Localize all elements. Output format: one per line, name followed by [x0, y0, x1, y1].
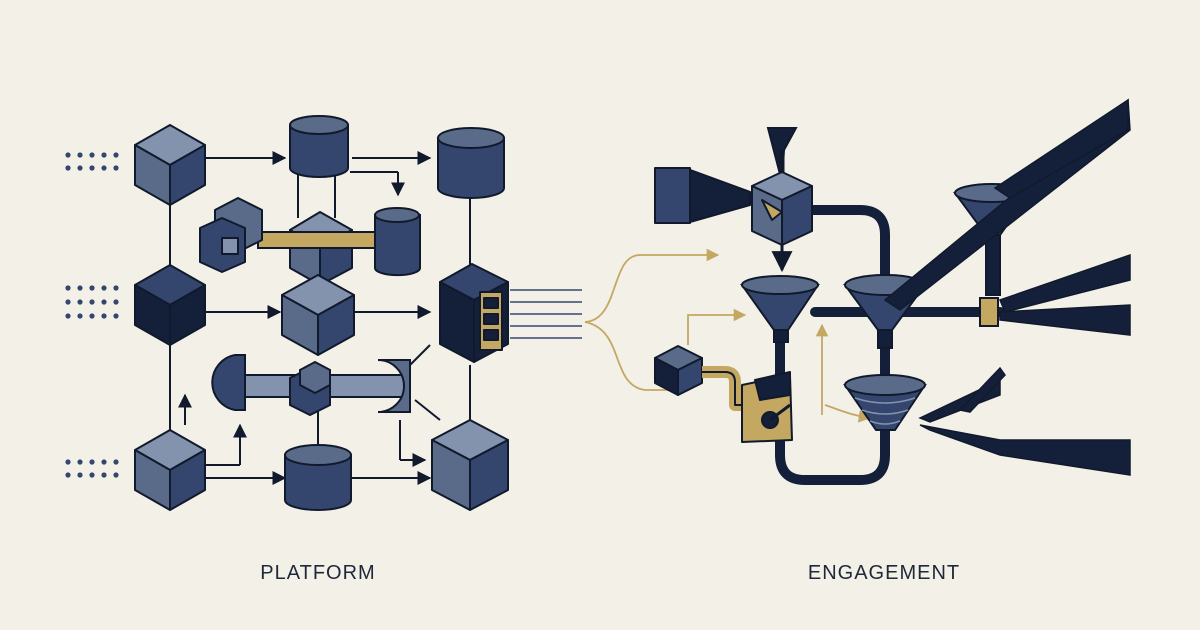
- engagement-beams: [883, 98, 1131, 476]
- puzzle-block-upper: [199, 197, 263, 273]
- output-lines: [510, 289, 582, 339]
- platform-label: PLATFORM: [260, 562, 376, 584]
- cube-center-middle: [281, 274, 355, 356]
- cylinder-top-center: [289, 115, 349, 178]
- funnel-left: [740, 275, 820, 343]
- dot-grid-top: [65, 152, 119, 171]
- dot-grid-middle: [65, 285, 119, 319]
- cube-top-left: [134, 124, 206, 206]
- cube-bottom-left: [134, 429, 206, 511]
- input-box-lower: [654, 345, 703, 396]
- dot-grid-bottom: [65, 459, 119, 478]
- projector-block: [654, 167, 751, 224]
- engagement-label: ENGAGEMENT: [807, 562, 961, 584]
- cube-bottom-right: [431, 419, 509, 511]
- platform-diagram: [65, 115, 582, 511]
- valve-cube: [751, 171, 813, 273]
- cube-middle-left: [134, 264, 206, 346]
- platform-connectors: [169, 151, 471, 485]
- server-cube-right: [439, 263, 509, 363]
- gold-bar-upper: [257, 231, 389, 249]
- engagement-diagram: [654, 98, 1131, 485]
- funnel-lower-spiral: [843, 374, 927, 431]
- bridge-connectors: [584, 248, 872, 423]
- gold-gear-mechanism: [702, 366, 793, 443]
- cylinder-top-right: [437, 127, 505, 199]
- cylinder-right-center: [374, 207, 421, 277]
- pipe-assembly-lower: [211, 354, 411, 417]
- cylinder-bottom-center: [284, 444, 352, 511]
- pipe-coupler: [979, 297, 999, 327]
